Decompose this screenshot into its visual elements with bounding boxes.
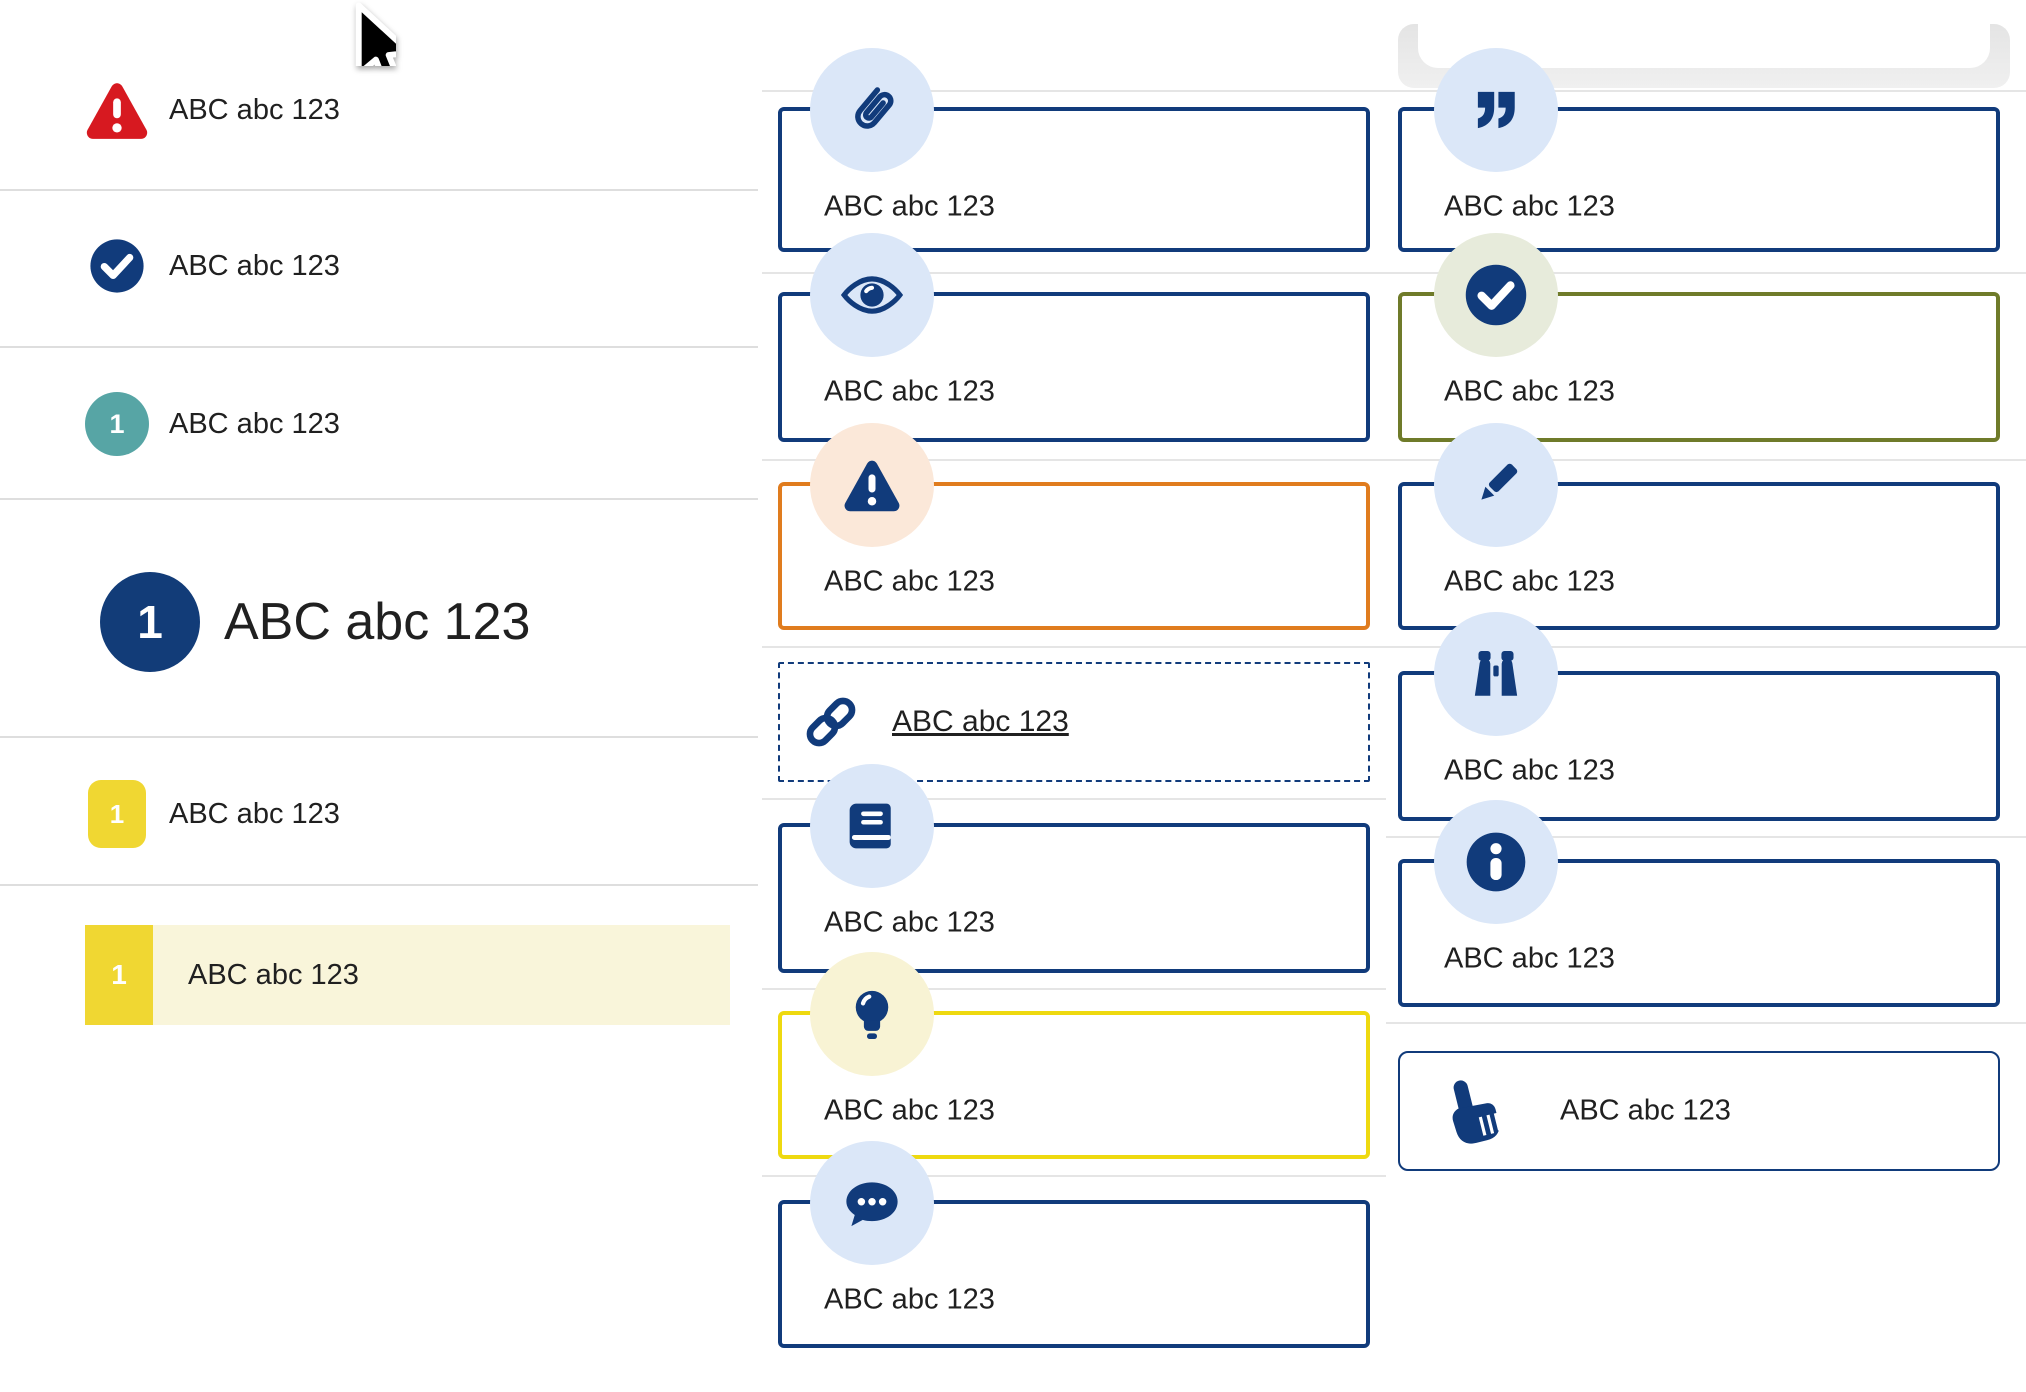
step-number-badge: 1 — [100, 572, 200, 672]
info-icon — [1434, 800, 1558, 924]
divider — [0, 736, 758, 738]
mouse-arrow-cursor — [352, 2, 396, 66]
callout-label: ABC abc 123 — [1444, 942, 1615, 975]
step-number-badge: 1 — [88, 780, 146, 848]
divider — [762, 459, 1386, 461]
callout-label: ABC abc 123 — [1444, 565, 1615, 598]
alert-triangle-icon — [810, 423, 934, 547]
list-item-label: ABC abc 123 — [169, 797, 340, 830]
callout-link: ABC abc 123 — [778, 662, 1370, 782]
list-item-step-teal: 1 ABC abc 123 — [65, 374, 340, 474]
divider — [1386, 272, 2026, 274]
divider — [762, 646, 1386, 648]
paperclip-icon — [810, 48, 934, 172]
divider — [1386, 459, 2026, 461]
hand-pointer-icon — [1440, 1073, 1516, 1149]
step-number-badge: 1 — [85, 392, 149, 456]
divider — [0, 884, 758, 886]
divider — [762, 798, 1386, 800]
divider — [0, 189, 758, 191]
step-number-badge: 1 — [85, 925, 153, 1025]
check-circle-icon — [65, 237, 169, 295]
callout-label: ABC abc 123 — [824, 565, 995, 598]
eye-icon — [810, 233, 934, 357]
callout-label: ABC abc 123 — [1444, 190, 1615, 223]
callout-label: ABC abc 123 — [824, 906, 995, 939]
divider — [1386, 90, 2026, 92]
divider — [762, 90, 1386, 92]
divider — [1386, 646, 2026, 648]
divider — [0, 346, 758, 348]
divider — [0, 498, 758, 500]
lightbulb-icon — [810, 952, 934, 1076]
check-circle-icon — [1434, 233, 1558, 357]
list-item-label: ABC abc 123 — [224, 593, 531, 651]
binoculars-icon — [1434, 612, 1558, 736]
callout-action: ABC abc 123 — [1398, 1051, 2000, 1171]
list-item-label: ABC abc 123 — [169, 407, 340, 440]
callout-success: ABC abc 123 — [1398, 292, 2000, 442]
pencil-icon — [1434, 423, 1558, 547]
divider — [762, 1175, 1386, 1177]
divider — [1386, 1022, 2026, 1024]
list-item-label: ABC abc 123 — [188, 958, 359, 991]
callout-preview: ABC abc 123 — [778, 292, 1370, 442]
divider — [1386, 836, 2026, 838]
callout-label: ABC abc 123 — [824, 1094, 995, 1127]
quote-icon — [1434, 48, 1558, 172]
link-icon — [802, 693, 860, 751]
divider — [762, 272, 1386, 274]
list-item-label: ABC abc 123 — [169, 93, 340, 126]
callout-label: ABC abc 123 — [1444, 375, 1615, 408]
chat-icon — [810, 1141, 934, 1265]
callout-label: ABC abc 123 — [824, 190, 995, 223]
list-item-label: ABC abc 123 — [169, 249, 340, 282]
list-item-alert: ABC abc 123 — [65, 60, 340, 160]
callout-label: ABC abc 123 — [1560, 1094, 1731, 1127]
list-item-step-yellow: 1 ABC abc 123 — [65, 764, 340, 864]
list-item-success: ABC abc 123 — [65, 216, 340, 316]
callout-label: ABC abc 123 — [824, 1283, 995, 1316]
divider — [762, 988, 1386, 990]
callout-label: ABC abc 123 — [824, 375, 995, 408]
book-icon — [810, 764, 934, 888]
callout-link-label[interactable]: ABC abc 123 — [892, 705, 1069, 738]
list-item-step-yellow-highlighted[interactable]: 1 ABC abc 123 — [85, 925, 730, 1025]
alert-triangle-icon — [65, 77, 169, 143]
callout-label: ABC abc 123 — [1444, 754, 1615, 787]
list-item-step-large: 1 ABC abc 123 — [100, 557, 530, 687]
